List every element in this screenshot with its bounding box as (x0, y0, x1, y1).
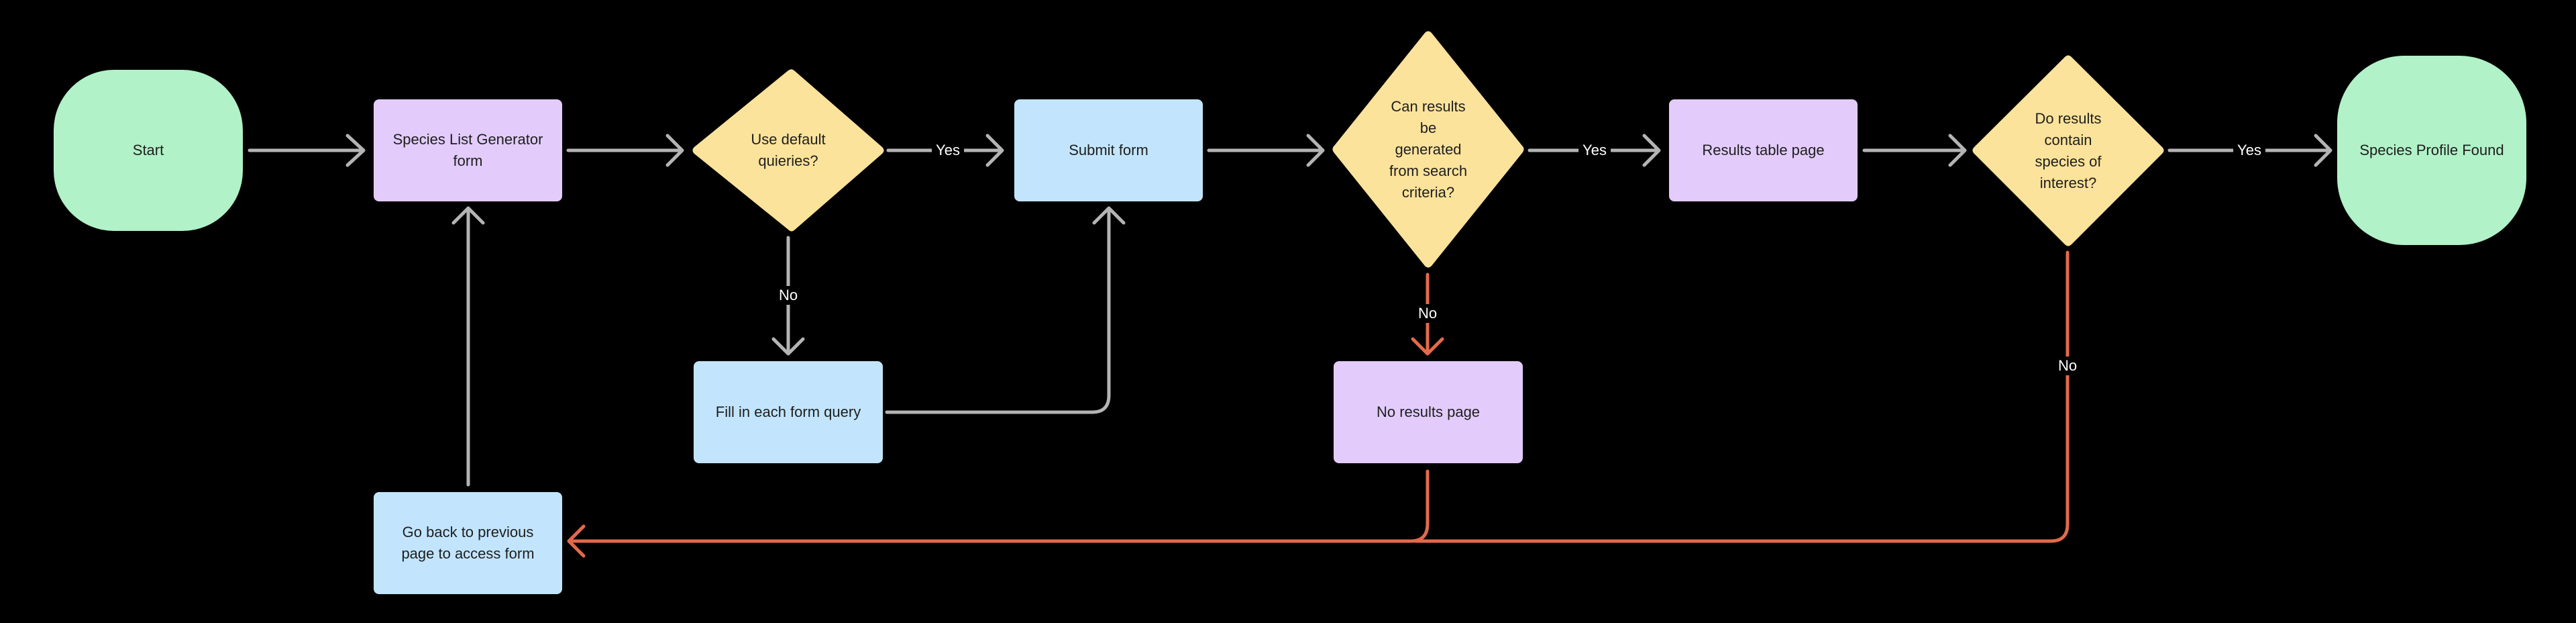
use-default-queries-decision[interactable]: Use default quieries? (691, 68, 885, 233)
submit-form-label: Submit form (1069, 142, 1148, 158)
species-list-generator-form-label: Species List Generator form (392, 131, 543, 169)
edge-goback-to-form (451, 206, 485, 487)
results-contain-species-decision[interactable]: Do results contain species of interest? (1971, 54, 2165, 248)
edge-label-yes-contain: Yes (2233, 141, 2265, 160)
results-contain-species-label: Do results contain species of interest? (2035, 109, 2102, 191)
species-profile-found-node[interactable]: Species Profile Found (2337, 56, 2526, 245)
can-results-be-generated-decision[interactable]: Can results be generated from search cri… (1331, 30, 1525, 269)
edge-submit-to-can-generate (1207, 134, 1325, 167)
use-default-queries-label: Use default quieries? (751, 131, 826, 169)
start-node[interactable]: Start (54, 70, 243, 231)
edge-contain-no-to-goback (1413, 250, 2070, 543)
start-label: Start (132, 142, 164, 158)
edge-start-to-form (248, 134, 366, 167)
results-table-page-node[interactable]: Results table page (1669, 99, 1858, 201)
no-results-page-node[interactable]: No results page (1334, 361, 1523, 463)
species-list-generator-form-node[interactable]: Species List Generator form (374, 99, 562, 201)
edge-label-yes-generate: Yes (1578, 141, 1611, 160)
decision-diamond-shape (692, 69, 884, 232)
can-results-be-generated-label: Can results be generated from search cri… (1389, 97, 1468, 201)
go-back-previous-page-node[interactable]: Go back to previous page to access form (374, 492, 562, 594)
species-profile-found-label: Species Profile Found (2359, 142, 2504, 158)
decision-diamond-shape (1332, 31, 1524, 268)
edge-label-no-default: No (774, 286, 802, 305)
go-back-previous-page-label: Go back to previous page to access form (401, 524, 535, 562)
fill-in-form-query-node[interactable]: Fill in each form query (694, 361, 883, 463)
results-table-page-label: Results table page (1702, 142, 1825, 158)
submit-form-node[interactable]: Submit form (1014, 99, 1203, 201)
edge-label-no-contain: No (2053, 356, 2082, 375)
edge-label-no-generate: No (1413, 304, 1442, 323)
edge-noresults-to-goback (567, 469, 1430, 558)
decision-diamond-shape (1972, 55, 2164, 246)
edge-label-yes-default: Yes (932, 141, 964, 160)
no-results-page-label: No results page (1376, 403, 1481, 420)
edge-form-to-decision (566, 134, 684, 167)
fill-in-form-query-label: Fill in each form query (715, 403, 861, 420)
edge-fill-to-submit (885, 206, 1126, 414)
edge-results-to-contain (1862, 134, 1967, 167)
